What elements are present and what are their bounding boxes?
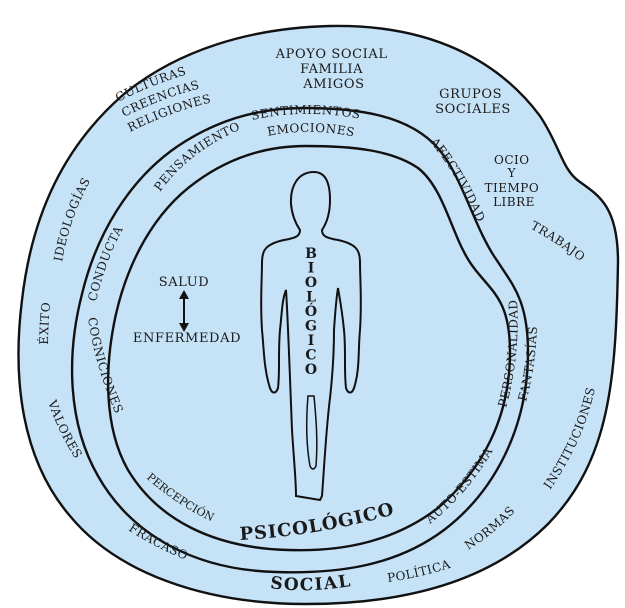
svg-text:GRUPOS SOCIALES: GRUPOS SOCIALES <box>435 87 511 117</box>
grupos-line-2: SOCIALES <box>435 102 511 117</box>
apoyo-line-1: APOYO SOCIAL <box>275 47 388 62</box>
apoyo-line-2: FAMILIA <box>300 62 363 77</box>
ocio-line-2: Y <box>507 166 517 180</box>
ocio-line-4: LIBRE <box>493 195 535 209</box>
salud-label: SALUD <box>159 275 210 290</box>
biologico-letter: O <box>305 362 317 378</box>
enfermedad-label: ENFERMEDAD <box>133 331 241 346</box>
biologico-letter: Ó <box>305 302 317 320</box>
apoyo-line-3: AMIGOS <box>302 77 364 92</box>
grupos-line-1: GRUPOS <box>439 87 502 102</box>
ocio-line-3: TIEMPO <box>484 181 539 195</box>
ocio-line-1: OCIO <box>494 153 530 167</box>
